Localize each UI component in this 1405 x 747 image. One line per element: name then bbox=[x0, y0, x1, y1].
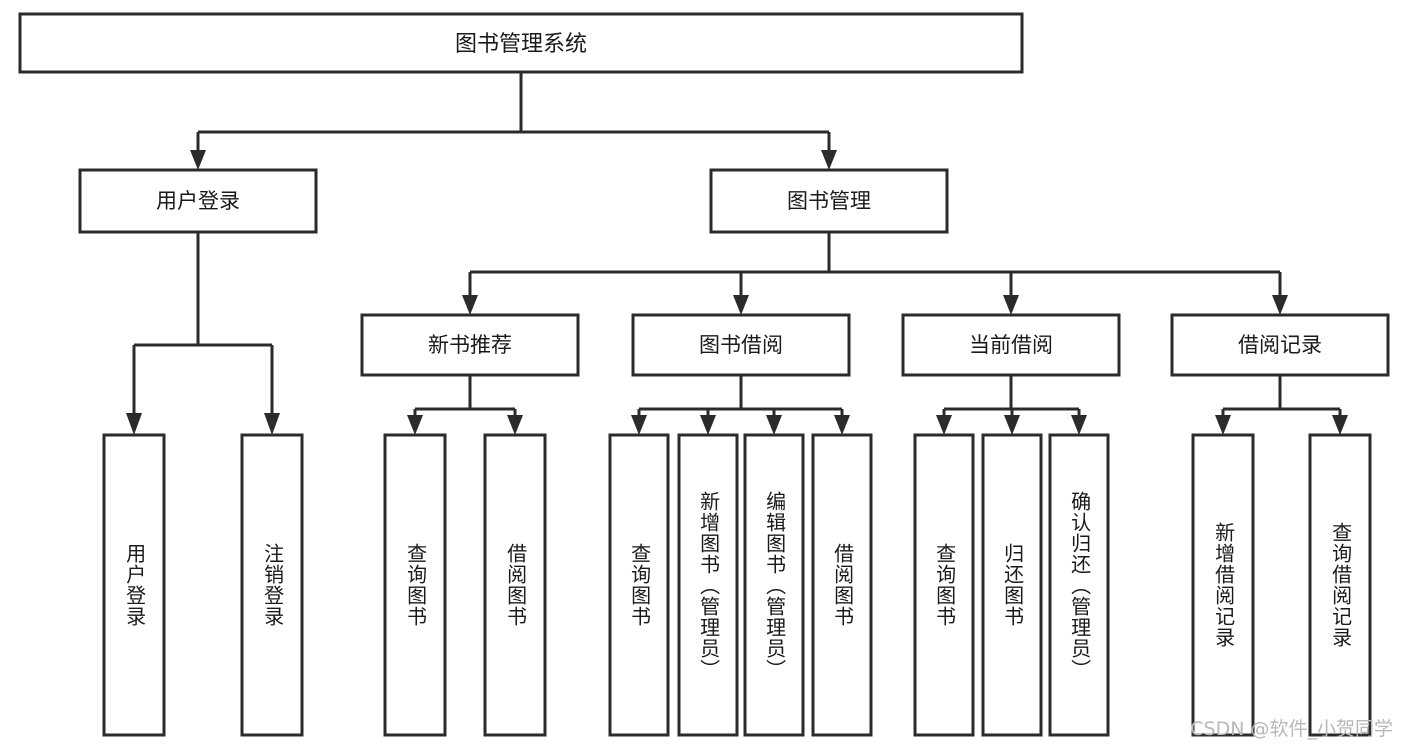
node-root-label: 图书管理系统 bbox=[455, 32, 587, 57]
arrow-borrow-leaf-3 bbox=[766, 409, 782, 435]
node-current-borrow-label: 当前借阅 bbox=[969, 333, 1053, 357]
arrow-current-leaf-1 bbox=[936, 409, 952, 435]
node-user-login[interactable]: 用户登录 bbox=[78, 168, 318, 234]
node-book-borrow[interactable]: 图书借阅 bbox=[631, 313, 851, 377]
arrow-root-to-user-login bbox=[190, 132, 206, 170]
leaf-query-book-recommend-label: 查询图书 bbox=[403, 543, 428, 627]
arrow-record-leaf-1 bbox=[1215, 409, 1231, 435]
leaf-return-book[interactable]: 归还图书 bbox=[981, 433, 1043, 737]
arrow-current-leaf-2 bbox=[1004, 409, 1020, 435]
arrow-bookmgmt-to-book-borrow bbox=[733, 272, 749, 315]
leaf-user-login-label: 用户登录 bbox=[122, 543, 147, 627]
node-root[interactable]: 图书管理系统 bbox=[18, 12, 1024, 74]
arrow-userlogin-to-leaf-1 bbox=[126, 345, 142, 435]
leaf-query-book-recommend[interactable]: 查询图书 bbox=[383, 433, 447, 737]
arrow-current-leaf-3 bbox=[1071, 409, 1087, 435]
leaf-borrow-book-recommend[interactable]: 借阅图书 bbox=[483, 433, 547, 737]
arrow-borrow-leaf-4 bbox=[834, 409, 850, 435]
arrow-bookmgmt-to-new-book-recommend bbox=[462, 272, 478, 315]
node-user-login-label: 用户登录 bbox=[156, 189, 240, 213]
leaf-query-book-borrow[interactable]: 查询图书 bbox=[608, 433, 670, 737]
leaf-add-book[interactable]: 新增图书（管理员） bbox=[677, 433, 739, 737]
leaf-query-book-current[interactable]: 查询图书 bbox=[913, 433, 975, 737]
leaf-add-book-label: 新增图书（管理员） bbox=[696, 490, 721, 680]
arrow-borrow-leaf-1 bbox=[631, 409, 647, 435]
leaf-borrow-book-recommend-label: 借阅图书 bbox=[503, 543, 528, 627]
arrow-recommend-leaf-2 bbox=[507, 409, 523, 435]
leaf-user-login[interactable]: 用户登录 bbox=[102, 433, 166, 737]
leaf-borrow-book-label: 借阅图书 bbox=[830, 543, 855, 627]
connector-layer bbox=[126, 72, 1348, 435]
node-current-borrow[interactable]: 当前借阅 bbox=[901, 313, 1121, 377]
arrow-bookmgmt-to-current-borrow bbox=[1003, 272, 1019, 315]
node-book-management[interactable]: 图书管理 bbox=[709, 168, 949, 234]
arrow-root-to-book-management bbox=[821, 132, 837, 170]
leaf-logout-label: 注销登录 bbox=[260, 543, 285, 627]
node-new-book-recommend-label: 新书推荐 bbox=[428, 333, 512, 357]
arrow-userlogin-to-leaf-2 bbox=[264, 345, 280, 435]
node-borrow-record[interactable]: 借阅记录 bbox=[1170, 313, 1390, 377]
arrow-record-leaf-2 bbox=[1332, 409, 1348, 435]
arrow-borrow-leaf-2 bbox=[700, 409, 716, 435]
arrow-bookmgmt-to-borrow-record bbox=[1272, 272, 1288, 315]
node-book-management-label: 图书管理 bbox=[787, 189, 871, 213]
leaf-borrow-book[interactable]: 借阅图书 bbox=[811, 433, 873, 737]
leaf-add-borrow-record[interactable]: 新增借阅记录 bbox=[1191, 433, 1255, 737]
leaf-query-borrow-record[interactable]: 查询借阅记录 bbox=[1308, 433, 1372, 737]
leaf-query-borrow-record-label: 查询借阅记录 bbox=[1328, 522, 1353, 648]
arrow-recommend-leaf-1 bbox=[407, 409, 423, 435]
leaf-logout[interactable]: 注销登录 bbox=[240, 433, 304, 737]
leaf-return-book-label: 归还图书 bbox=[1000, 543, 1025, 627]
leaf-query-book-current-label: 查询图书 bbox=[932, 543, 957, 627]
leaf-confirm-return-label: 确认归还（管理员） bbox=[1067, 490, 1092, 680]
leaf-query-book-borrow-label: 查询图书 bbox=[627, 543, 652, 627]
leaf-edit-book-label: 编辑图书（管理员） bbox=[762, 490, 787, 680]
node-book-borrow-label: 图书借阅 bbox=[699, 333, 783, 357]
leaf-add-borrow-record-label: 新增借阅记录 bbox=[1211, 522, 1236, 648]
node-borrow-record-label: 借阅记录 bbox=[1238, 333, 1322, 357]
leaf-edit-book[interactable]: 编辑图书（管理员） bbox=[743, 433, 805, 737]
leaf-confirm-return[interactable]: 确认归还（管理员） bbox=[1048, 433, 1110, 737]
node-new-book-recommend[interactable]: 新书推荐 bbox=[360, 313, 580, 377]
